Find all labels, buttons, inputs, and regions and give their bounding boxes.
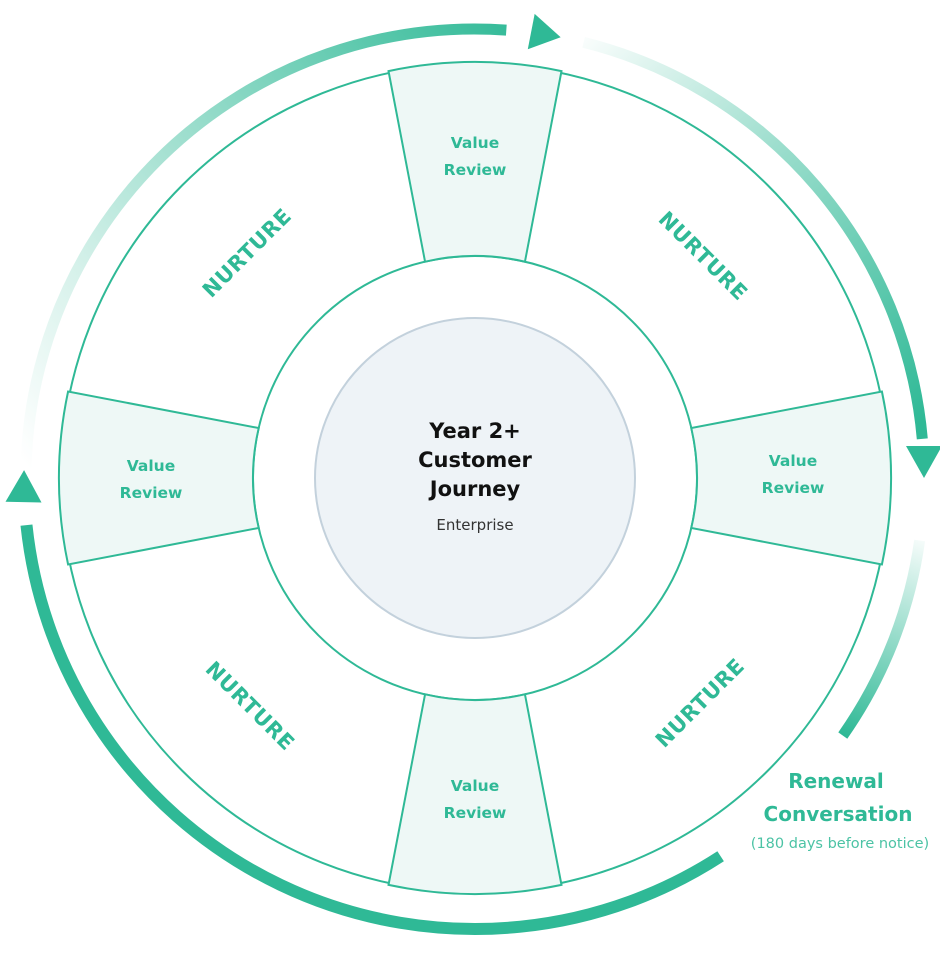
value-review-boxes	[58, 61, 892, 895]
value-review-label-top-line2: Review	[444, 161, 507, 179]
value-review-label-bottom-line1: Value	[451, 777, 499, 795]
renewal-note: (180 days before notice)	[751, 836, 929, 852]
value-review-box-left[interactable]	[58, 390, 260, 566]
center-title-line2: Customer	[418, 448, 532, 472]
arc-segment-right-lower	[838, 539, 926, 739]
center-hub[interactable]	[314, 317, 636, 639]
center-title-line3: Journey	[428, 477, 521, 501]
renewal-title-line2: Conversation	[764, 802, 913, 826]
arrowhead-up-icon	[5, 470, 42, 503]
value-review-box-right[interactable]	[690, 390, 892, 566]
arc-arrow-bottom-left	[20, 524, 724, 935]
value-review-label-left-line2: Review	[120, 484, 183, 502]
center-subtitle: Enterprise	[436, 516, 513, 534]
arrowhead-right-icon	[527, 13, 561, 50]
value-review-label-right-line2: Review	[762, 479, 825, 497]
renewal-title-line1: Renewal	[788, 769, 884, 793]
value-review-label-top-line1: Value	[451, 134, 499, 152]
value-review-label-bottom-line2: Review	[444, 804, 507, 822]
value-review-box-bottom[interactable]	[387, 693, 563, 895]
value-review-label-right-line1: Value	[769, 452, 817, 470]
arrowhead-down-icon	[906, 446, 940, 478]
value-review-box-top[interactable]	[387, 61, 563, 263]
value-review-label-left-line1: Value	[127, 457, 175, 475]
arc-arrow-top-left	[20, 23, 507, 502]
cycle-arrows	[5, 13, 940, 935]
arc-arrow-top-right	[582, 37, 928, 440]
center-title-line1: Year 2+	[428, 419, 521, 443]
